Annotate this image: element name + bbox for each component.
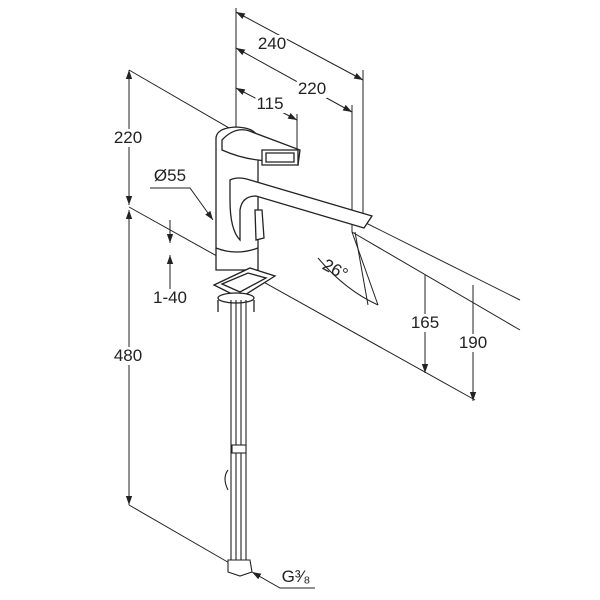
base-reference-line — [128, 206, 476, 401]
extension-line — [128, 504, 239, 569]
extension-line — [351, 231, 521, 331]
dim-190-label: 190 — [457, 333, 489, 352]
g38-leader — [251, 571, 315, 589]
dim-240-label: 240 — [256, 34, 288, 53]
supply-hoses — [224, 300, 253, 577]
dim-55-label: Ø55 — [153, 166, 187, 185]
angle-line — [354, 231, 369, 306]
extension-line — [128, 69, 237, 133]
connection-g38-label: G³⁄₈ — [281, 567, 311, 586]
dim-1-40-label: 1-40 — [151, 288, 189, 307]
extension-line — [359, 219, 521, 301]
dim-220-reach-label: 220 — [296, 79, 328, 98]
dim-165-label: 165 — [409, 313, 441, 332]
dim-115-label: 115 — [255, 94, 285, 113]
dim-480-label: 480 — [112, 346, 144, 365]
angle-arc — [317, 257, 379, 306]
dim-55-leader — [150, 187, 214, 221]
dim-240 — [235, 11, 364, 81]
dim-220-reach — [235, 47, 353, 113]
angle-line — [351, 231, 379, 306]
faucet-body — [212, 126, 374, 312]
dim-220-height-label: 220 — [112, 128, 144, 147]
